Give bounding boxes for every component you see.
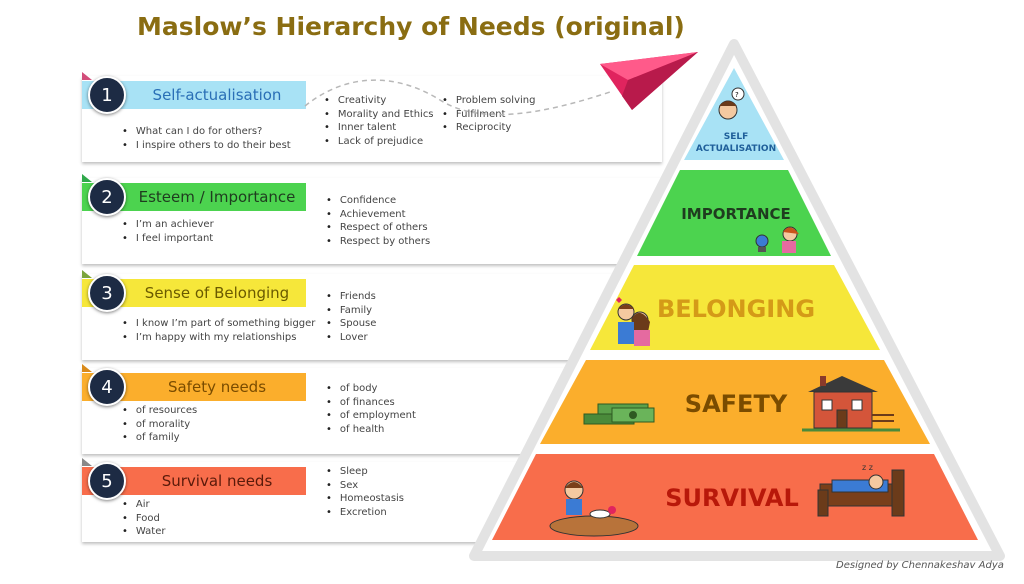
list-item: of health xyxy=(326,423,416,437)
level-name: Sense of Belonging xyxy=(144,284,290,302)
svg-text:z z: z z xyxy=(862,463,873,472)
list-item: Sleep xyxy=(326,465,404,479)
tier-label-importance: IMPORTANCE xyxy=(681,205,791,223)
level-number-badge: 2 xyxy=(88,178,126,216)
page-title: Maslow’s Hierarchy of Needs (original) xyxy=(137,12,685,41)
sleeping-child-icon: z z xyxy=(817,463,905,517)
list-item: Homeostasis xyxy=(326,492,404,506)
designer-credit: Designed by Chennakeshav Adya xyxy=(836,560,1004,571)
list-item: I inspire others to do their best xyxy=(122,139,291,153)
left-bullet-list: of resources of morality of family xyxy=(122,404,197,445)
list-item: Food xyxy=(122,512,165,526)
list-item: Problem solving xyxy=(442,94,536,108)
house-icon xyxy=(802,376,900,432)
list-item: What can I do for others? xyxy=(122,125,291,139)
level-name: Survival needs xyxy=(161,472,273,490)
mid-bullet-list: Sleep Sex Homeostasis Excretion xyxy=(326,465,404,519)
list-item: Friends xyxy=(326,290,376,304)
list-item: I feel important xyxy=(122,232,214,246)
right-bullet-list: Problem solving Fulfilment Reciprocity xyxy=(442,94,536,135)
corner-flag xyxy=(82,458,92,466)
corner-flag xyxy=(82,72,92,80)
tier-label-self-line1: SELF xyxy=(724,132,749,142)
list-item: I’m happy with my relationships xyxy=(122,331,315,345)
svg-text:?: ? xyxy=(735,91,739,99)
list-item: Achievement xyxy=(326,208,430,222)
list-item: Reciprocity xyxy=(442,121,535,135)
mid-bullet-list: Confidence Achievement Respect of others… xyxy=(326,194,430,248)
left-bullet-list: What can I do for others? I inspire othe… xyxy=(122,125,291,152)
level-number-badge: 1 xyxy=(88,76,126,114)
list-item: Fulfilment xyxy=(442,108,535,122)
level-name: Safety needs xyxy=(167,378,267,396)
list-item: of morality xyxy=(122,418,197,432)
mid-bullet-list: of body of finances of employment of hea… xyxy=(326,382,416,436)
mid-bullet-list: Friends Family Spouse Lover xyxy=(326,290,377,345)
list-item: of resources xyxy=(122,404,197,418)
list-item: of employment xyxy=(326,409,416,423)
list-item: I’m an achiever xyxy=(122,218,214,232)
mid-bullet-list: Creativity Morality and Ethics Inner tal… xyxy=(324,94,434,148)
list-item: Excretion xyxy=(326,506,404,520)
tier-label-belonging: BELONGING xyxy=(657,295,815,323)
tier-importance xyxy=(637,170,831,256)
list-item: Air xyxy=(122,498,165,512)
list-item: Lack of prejudice xyxy=(324,135,434,149)
tier-label-self-line2: ACTUALISATION xyxy=(696,144,776,154)
left-bullet-list: Air Food Water xyxy=(122,498,166,539)
list-item: Sex xyxy=(326,479,404,493)
list-item: Confidence xyxy=(326,194,430,208)
list-item: Inner talent xyxy=(324,121,434,135)
girl-with-globe-icon xyxy=(755,226,799,253)
list-item: Creativity xyxy=(324,94,434,108)
level-name: Esteem / Importance xyxy=(138,188,296,206)
list-item: Lover xyxy=(326,331,376,345)
list-item: Respect of others xyxy=(326,221,430,235)
level-name: Self-actualisation xyxy=(152,86,282,104)
corner-flag xyxy=(82,364,92,372)
tier-label-safety: SAFETY xyxy=(685,390,788,418)
list-item: I know I’m part of something bigger xyxy=(122,317,316,331)
left-bullet-list: I’m an achiever I feel important xyxy=(122,218,214,245)
tier-self-actualisation xyxy=(684,68,784,160)
list-item: Water xyxy=(122,525,166,539)
left-bullet-list: I know I’m part of something bigger I’m … xyxy=(122,317,316,345)
level-number-badge: 5 xyxy=(88,462,126,500)
corner-flag xyxy=(82,270,92,278)
tier-label-survival: SURVIVAL xyxy=(665,484,799,512)
list-item: Spouse xyxy=(326,317,377,331)
list-item: of family xyxy=(122,431,197,445)
list-item: Family xyxy=(326,304,376,318)
thinking-child-icon: ? xyxy=(718,87,745,120)
list-item: Morality and Ethics xyxy=(324,108,434,122)
level-number-badge: 4 xyxy=(88,368,126,406)
level-number-badge: 3 xyxy=(88,274,126,312)
list-item: Respect by others xyxy=(326,235,430,249)
list-item: of body xyxy=(326,382,416,396)
corner-flag xyxy=(82,174,92,182)
list-item: of finances xyxy=(326,396,416,410)
